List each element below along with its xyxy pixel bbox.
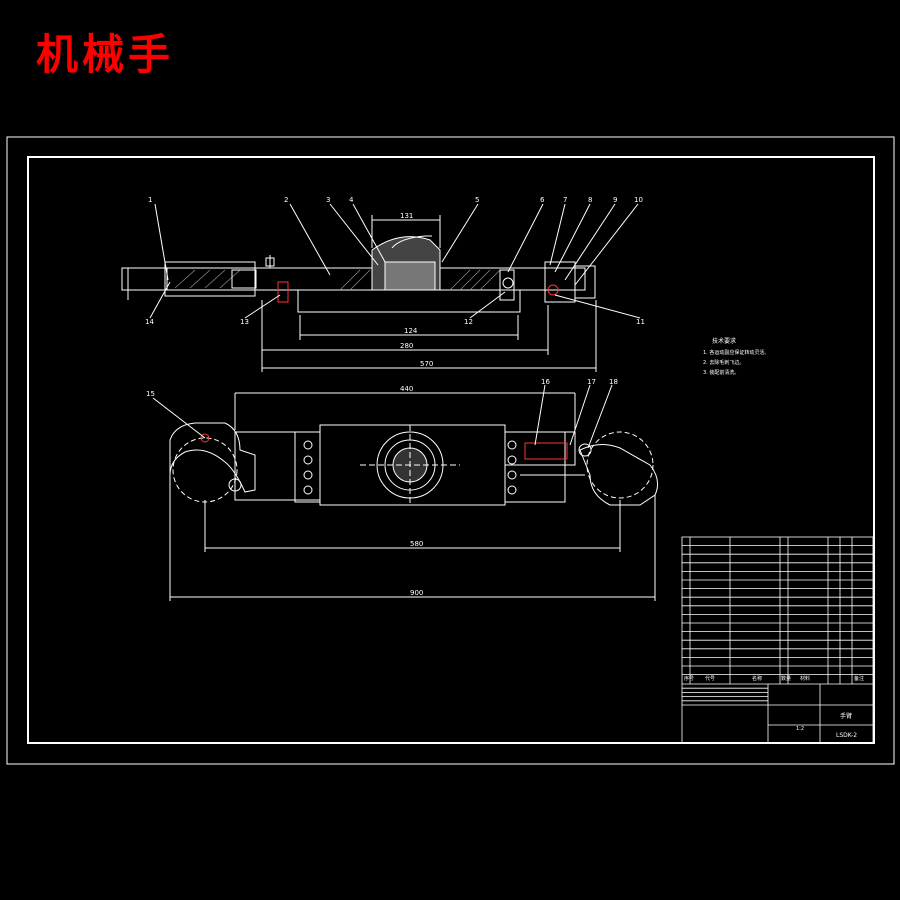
- bottom-callouts: 15 16 17 18 440 580 900: [146, 378, 618, 597]
- tb-label-qty: 数量: [781, 675, 791, 682]
- inner-frame: [27, 156, 875, 744]
- callout-8: 8: [588, 196, 592, 204]
- technical-notes: 技术要求 1. 各运动副应保证转动灵活。 2. 去除毛刺飞边。 3. 装配前清洗…: [703, 337, 769, 376]
- tb-label-name: 名称: [752, 675, 762, 682]
- dim-124: 124: [404, 327, 418, 335]
- title-block-text: 序号 代号 名称 数量 材料 备注 手臂 1:2 LSDK-2: [684, 675, 864, 739]
- dim-280: 280: [400, 342, 413, 350]
- tb-scale: 1:2: [796, 726, 804, 732]
- dim-570: 570: [420, 360, 433, 368]
- callout-7: 7: [563, 196, 567, 204]
- title-block: [681, 536, 874, 744]
- outer-frame: [6, 136, 895, 765]
- tb-label-code: 代号: [705, 675, 715, 682]
- callout-18: 18: [609, 378, 618, 386]
- tb-drawing-name: 手臂: [840, 712, 852, 720]
- callout-15: 15: [146, 390, 155, 398]
- callout-11: 11: [636, 318, 645, 326]
- callout-13: 13: [240, 318, 249, 326]
- dim-440: 440: [400, 385, 413, 393]
- callout-14: 14: [145, 318, 154, 326]
- tb-label-no: 序号: [684, 675, 694, 682]
- callout-6: 6: [540, 196, 545, 204]
- dim-580: 580: [410, 540, 423, 548]
- notes-line-2: 2. 去除毛刺飞边。: [703, 359, 744, 366]
- callout-2: 2: [284, 196, 288, 204]
- callout-10: 10: [634, 196, 643, 204]
- top-view: [121, 203, 641, 372]
- callout-12: 12: [464, 318, 473, 326]
- dim-900: 900: [410, 589, 423, 597]
- notes-heading: 技术要求: [712, 337, 736, 345]
- top-callouts: 1 2 3 4 5 6 7 8 9 10 11 12 13 14 131 124…: [145, 196, 645, 368]
- callout-16: 16: [541, 378, 550, 386]
- callout-4: 4: [349, 196, 354, 204]
- tb-drawing-number: LSDK-2: [836, 732, 857, 739]
- callout-9: 9: [613, 196, 617, 204]
- bottom-view: [152, 384, 659, 601]
- callout-17: 17: [587, 378, 596, 386]
- notes-line-1: 1. 各运动副应保证转动灵活。: [703, 349, 769, 356]
- callout-5: 5: [475, 196, 479, 204]
- callout-3: 3: [326, 196, 330, 204]
- notes-line-3: 3. 装配前清洗。: [703, 369, 739, 376]
- tb-label-remark: 备注: [854, 675, 864, 682]
- callout-1: 1: [148, 196, 152, 204]
- drawing-title: 机械手: [36, 30, 175, 79]
- dim-131: 131: [400, 212, 413, 220]
- tb-label-material: 材料: [800, 675, 810, 682]
